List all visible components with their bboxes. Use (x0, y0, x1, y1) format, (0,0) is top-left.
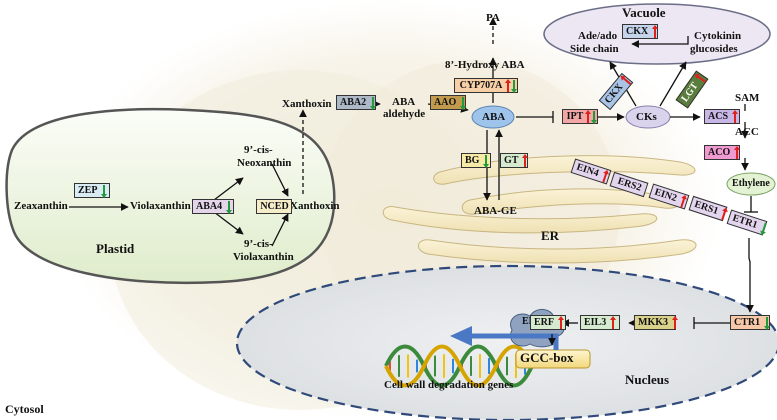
gcc-box-label: GCC-box (520, 350, 574, 365)
gene-erf-box: ERF (530, 315, 566, 330)
gene-ckx-vac-box: CKX (622, 24, 659, 39)
cytokinin-label: Cytokinin (694, 30, 742, 42)
gene-name: IPT (566, 111, 584, 122)
zeaxanthin-label: Zeaxanthin (14, 200, 68, 212)
gene-name: ABA4 (196, 201, 223, 212)
transcription-arrow (450, 326, 472, 346)
gene-ipt-box: IPT (562, 109, 598, 124)
cytosol-label: Cytosol (5, 402, 44, 416)
up-arrow-icon (649, 25, 659, 38)
nucleus (235, 264, 777, 420)
up-arrow-icon (675, 193, 687, 208)
acc-label: ACC (735, 126, 759, 138)
aba-ge-label: ABA-GE (474, 205, 517, 217)
up-arrow-icon (729, 110, 739, 123)
glucosides-label: glucosides (690, 43, 738, 55)
aba-aldehyde-label-1: ABA (392, 96, 416, 108)
vacuole-label: Vacuole (622, 5, 666, 20)
er-label: ER (541, 228, 560, 243)
down-arrow-icon (223, 200, 233, 214)
gene-name: ACS (708, 111, 729, 122)
up-arrow-icon (691, 73, 706, 86)
up-arrow-icon (555, 316, 564, 329)
gene-acs-box: ACS (704, 109, 740, 124)
gene-ckx-box: CKX (598, 72, 634, 111)
gene-name: ZEP (78, 185, 98, 196)
ade-ado-label: Ade/ado (578, 30, 618, 42)
gene-aba2-box: ABA2 (336, 95, 377, 110)
down-arrow-icon (457, 96, 467, 110)
gene-name: MKK3 (638, 317, 668, 328)
gene-name: BG (465, 155, 480, 166)
gene-bg-box: BG (461, 153, 491, 168)
gene-ein2-box: EIN2 (648, 183, 690, 210)
aba-node (471, 105, 515, 129)
up-arrow-icon (519, 154, 529, 167)
gene-name: GT (504, 155, 519, 166)
side-chain-label: Side chain (570, 43, 619, 55)
violaxanthin-label: Violaxanthin (130, 200, 191, 212)
gene-cyp707a-box: CYP707A (454, 78, 518, 93)
gene-mkk3-box: MKK3 (634, 315, 678, 330)
nucleus-label: Nucleus (625, 372, 670, 387)
gene-etr1-box: ETR1 (726, 209, 768, 236)
gene-aco-box: ACO (704, 145, 741, 160)
violaxanthin-cis-label-2: Violaxanthin (233, 251, 294, 263)
gene-aao-box: AAO (430, 95, 467, 110)
sam-label: SAM (735, 92, 760, 104)
xanthoxin-plastid-label: Xanthoxin (290, 200, 340, 212)
up-arrow-icon (597, 168, 609, 183)
up-arrow-icon (607, 316, 617, 329)
gene-name: ERF (534, 317, 554, 328)
up-arrow-icon (617, 75, 632, 89)
down-arrow-icon (761, 316, 771, 330)
gene-lgt-box: LGT (675, 70, 709, 109)
up-arrow-icon (717, 206, 729, 221)
gene-nced-box: NCED (256, 199, 292, 214)
gene-name: ACO (708, 147, 731, 158)
gene-name: EIL3 (584, 317, 607, 328)
gene-name: CKX (626, 26, 649, 37)
xanthoxin-top-label: Xanthoxin (282, 98, 332, 110)
plastid-label: Plastid (96, 241, 135, 256)
violaxanthin-cis-label-1: 9’-cis- (244, 238, 273, 250)
gene-ers1-box: ERS1 (688, 195, 729, 222)
aba-aldehyde-label-2: aldehyde (383, 108, 426, 120)
gene-zep-box: ZEP (74, 183, 110, 198)
gcc-box-shape (515, 349, 591, 369)
gene-aba4-box: ABA4 (192, 199, 234, 214)
gene-name: AAO (434, 97, 457, 108)
gene-name: ABA2 (340, 97, 367, 108)
hydroxy-aba-label: 8’-Hydroxy ABA (445, 59, 525, 71)
down-arrow-icon (756, 220, 767, 236)
down-arrow-icon (480, 154, 490, 168)
ethylene-node (726, 172, 776, 196)
pa-label: PA (486, 12, 500, 24)
gene-name: CTR1 (734, 317, 761, 328)
plastid (5, 107, 336, 285)
gene-ein4-box: EIN4 (570, 158, 612, 185)
neoxanthin-label-2: Neoxanthin (237, 157, 292, 169)
up-arrow-icon (731, 146, 741, 159)
ethylene-label: Ethylene (732, 178, 770, 189)
aba-label: ABA (482, 111, 506, 123)
gene-ctr1-box: CTR1 (730, 315, 771, 330)
dna-helix (384, 344, 534, 388)
gene-gt-box: GT (500, 153, 529, 168)
up-arrow-icon (669, 316, 678, 329)
neoxanthin-label-1: 9’-cis- (244, 144, 273, 156)
cks-label: CKs (636, 111, 657, 123)
down-arrow-icon (98, 184, 108, 198)
gene-name: NCED (260, 201, 289, 212)
cell-wall-label: Cell wall degradation genes (384, 379, 514, 391)
down-arrow-icon (367, 96, 377, 110)
up-down-arrow-icon (585, 110, 597, 124)
gene-eil3-box: EIL3 (580, 315, 620, 330)
up-down-arrow-icon (505, 79, 517, 93)
gene-name: CYP707A (459, 80, 503, 91)
